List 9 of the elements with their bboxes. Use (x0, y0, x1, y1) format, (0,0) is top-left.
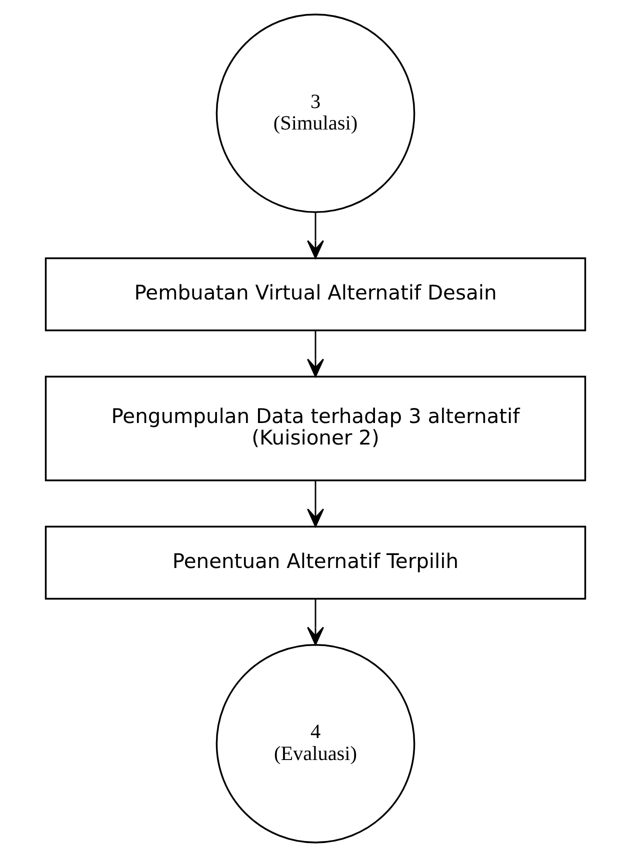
node-circle: 4 (Evaluasi) (216, 644, 416, 844)
arrow (306, 330, 324, 378)
node-box: Penentuan Alternatif Terpilih (44, 526, 586, 600)
arrow (306, 480, 324, 528)
arrow (306, 212, 324, 259)
arrow (306, 598, 324, 646)
node-box: Pengumpulan Data terhadap 3 alternatif (Kuisioner 2) (44, 376, 586, 482)
node-circle: 3 (Simulasi) (216, 14, 416, 213)
node-box: Pembuatan Virtual Alternatif Desain (44, 257, 586, 332)
